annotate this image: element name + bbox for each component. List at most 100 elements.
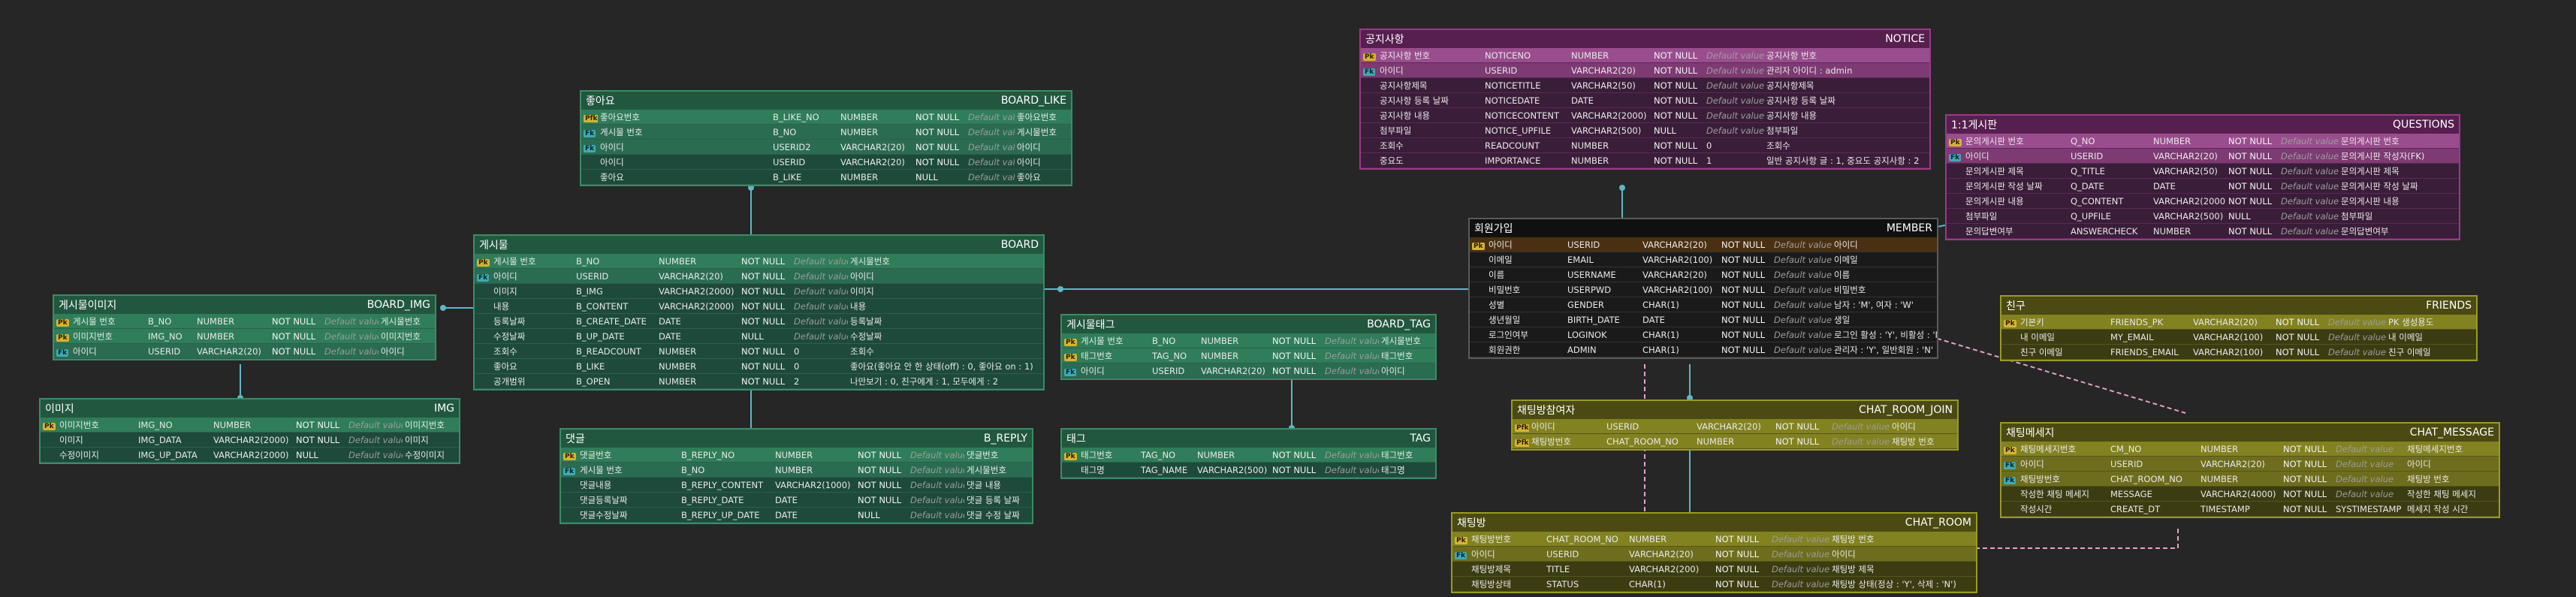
type-cell: VARCHAR2(20) bbox=[1629, 548, 1694, 559]
logical-name-cell: 문의게시판 번호 bbox=[1965, 135, 2024, 146]
comment-cell: 공지사항제목 bbox=[1766, 80, 1814, 91]
logical-name-cell: 아이디 bbox=[1081, 365, 1105, 376]
logical-name-cell: 첨부파일 bbox=[1965, 210, 1998, 222]
